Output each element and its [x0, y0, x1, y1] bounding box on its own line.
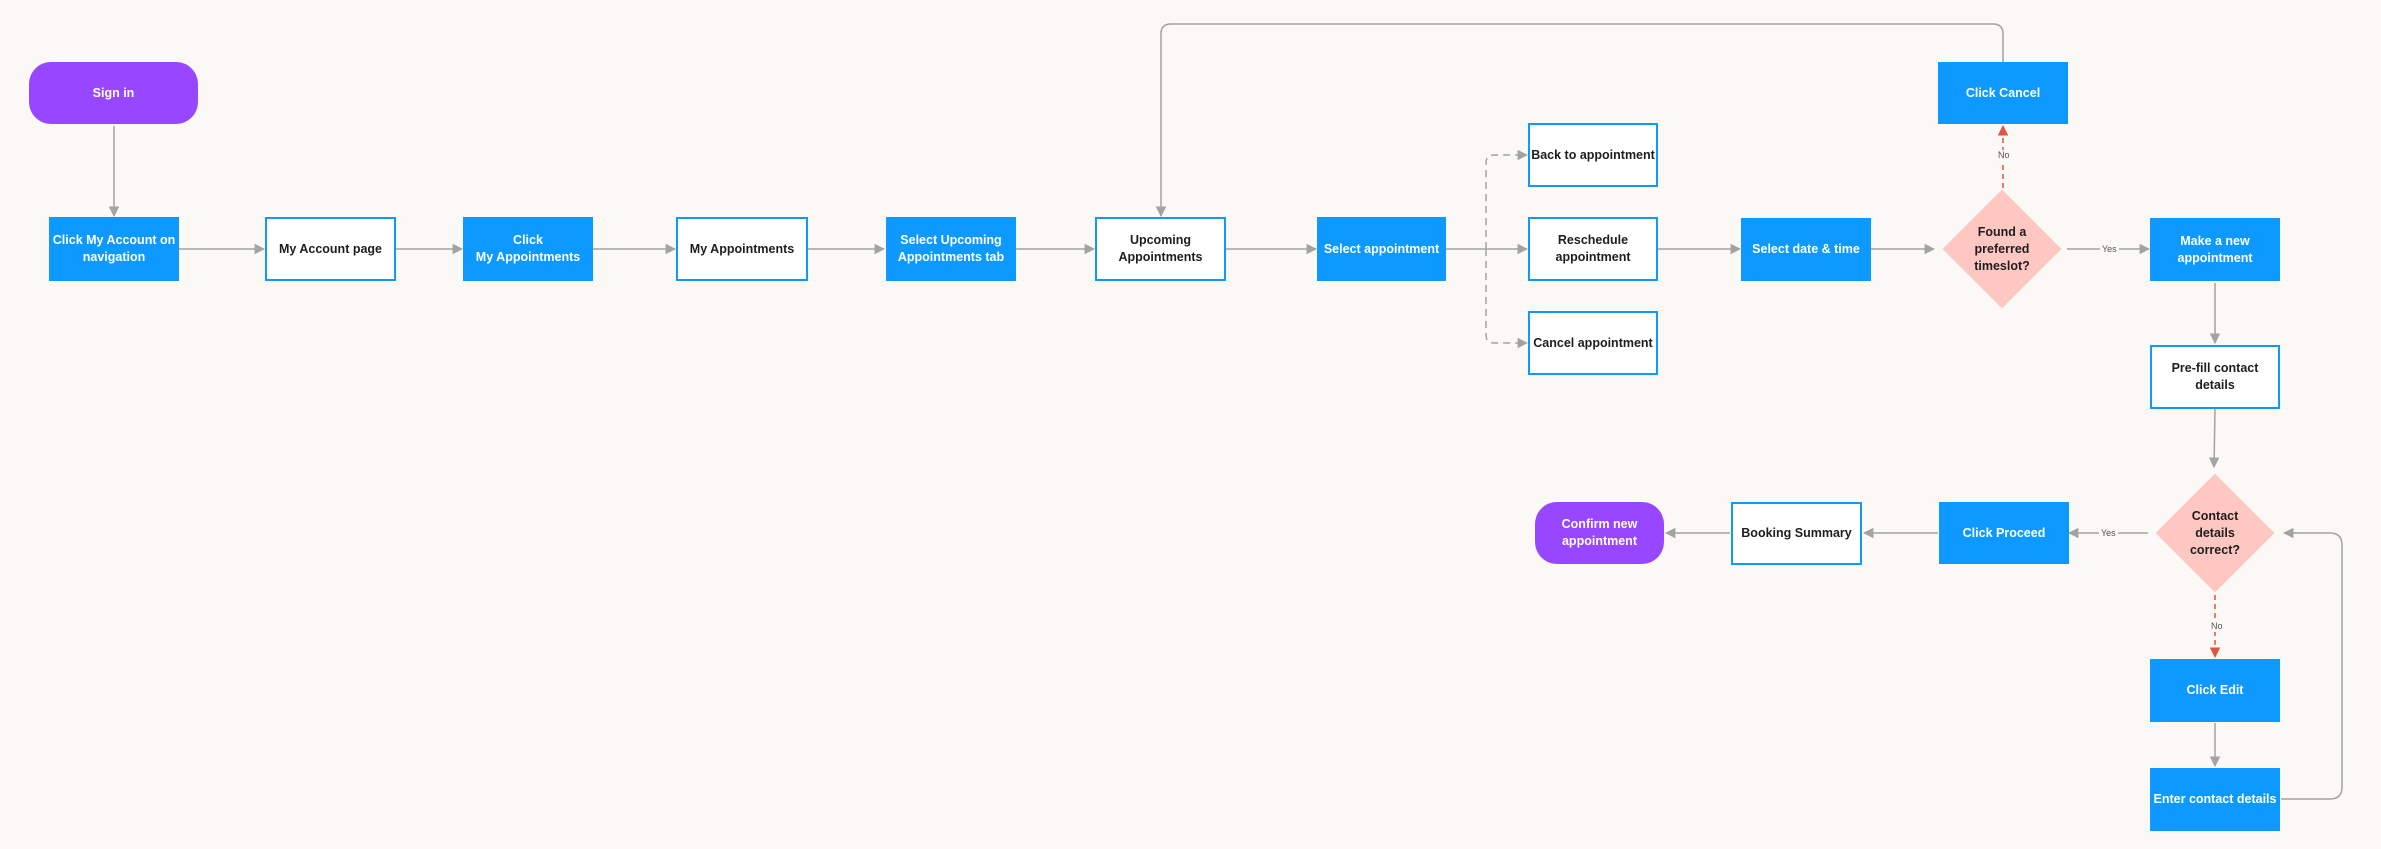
prefill-contact-label: Pre-fill contact details: [2171, 361, 2259, 392]
click-my-appointments-step[interactable]: Click My Appointments: [463, 217, 593, 281]
make-new-appointment-step[interactable]: Make a new appointment: [2150, 218, 2280, 281]
back-to-appointment-label: Back to appointment: [1531, 147, 1655, 162]
edge-enter-contact-loop-to-contact-decision: [2281, 527, 2343, 800]
sign-in-label: Sign in: [92, 85, 135, 100]
contact-no-label: No: [2209, 621, 2225, 632]
edge-prefill-to-contact-decision: [2208, 408, 2220, 469]
found-timeslot-label: Found a preferred timeslot?: [1974, 224, 2030, 273]
cancel-appointment-label: Cancel appointment: [1533, 335, 1653, 350]
click-proceed-step[interactable]: Click Proceed: [1939, 502, 2069, 564]
select-upcoming-tab-step[interactable]: Select Upcoming Appointments tab: [886, 217, 1016, 281]
back-to-appointment-screen[interactable]: Back to appointment: [1528, 123, 1658, 187]
my-appointments-screen[interactable]: My Appointments: [676, 217, 808, 281]
select-date-time-step[interactable]: Select date & time: [1741, 218, 1871, 281]
select-appointment-label: Select appointment: [1323, 241, 1440, 256]
cancel-appointment-screen[interactable]: Cancel appointment: [1528, 311, 1658, 375]
make-new-appointment-label: Make a new appointment: [2177, 233, 2253, 265]
click-proceed-label: Click Proceed: [1962, 525, 2046, 540]
timeslot-no-label: No: [1996, 150, 2012, 161]
sign-in-terminal[interactable]: Sign in: [29, 62, 198, 124]
booking-summary-label: Booking Summary: [1741, 526, 1852, 540]
confirm-new-appointment-terminal[interactable]: Confirm new appointment: [1535, 502, 1664, 564]
reschedule-appointment-screen[interactable]: Reschedule appointment: [1528, 217, 1658, 281]
confirm-new-appointment-label: Confirm new appointment: [1561, 517, 1638, 548]
enter-contact-details-label: Enter contact details: [2153, 792, 2277, 806]
found-timeslot-decision: Found a preferred timeslot?: [1936, 185, 2068, 313]
contact-yes-label: Yes: [2099, 528, 2118, 539]
click-my-account-step[interactable]: Click My Account on navigation: [49, 217, 179, 281]
booking-summary-screen[interactable]: Booking Summary: [1731, 502, 1862, 565]
reschedule-appointment-label: Reschedule appointment: [1555, 233, 1631, 264]
my-appointments-label: My Appointments: [689, 241, 795, 256]
click-cancel-step[interactable]: Click Cancel: [1938, 62, 2068, 124]
prefill-contact-screen[interactable]: Pre-fill contact details: [2150, 345, 2280, 409]
select-upcoming-tab-label: Select Upcoming Appointments tab: [897, 233, 1005, 264]
enter-contact-details-step[interactable]: Enter contact details: [2150, 768, 2280, 831]
select-appointment-step[interactable]: Select appointment: [1317, 217, 1446, 281]
my-account-page-label: My Account page: [278, 241, 383, 256]
click-my-appointments-label: Click My Appointments: [475, 233, 581, 264]
edge-select-appointment-to-back: [1485, 149, 1529, 249]
click-my-account-label: Click My Account on navigation: [52, 233, 176, 264]
my-account-page-screen[interactable]: My Account page: [265, 217, 396, 281]
contact-correct-decision: Contact details correct?: [2149, 469, 2281, 597]
upcoming-appointments-label: Upcoming Appointments: [1118, 233, 1203, 264]
upcoming-appointments-screen[interactable]: Upcoming Appointments: [1095, 217, 1226, 281]
edge-click-cancel-loop-to-upcoming: [1155, 23, 2004, 218]
click-cancel-label: Click Cancel: [1965, 85, 2041, 100]
select-date-time-label: Select date & time: [1752, 242, 1860, 256]
timeslot-yes-label: Yes: [2100, 244, 2119, 255]
edge-select-appointment-to-cancel: [1485, 249, 1529, 349]
click-edit-step[interactable]: Click Edit: [2150, 659, 2280, 722]
contact-correct-label: Contact details correct?: [2189, 508, 2241, 557]
click-edit-label: Click Edit: [2186, 683, 2244, 697]
